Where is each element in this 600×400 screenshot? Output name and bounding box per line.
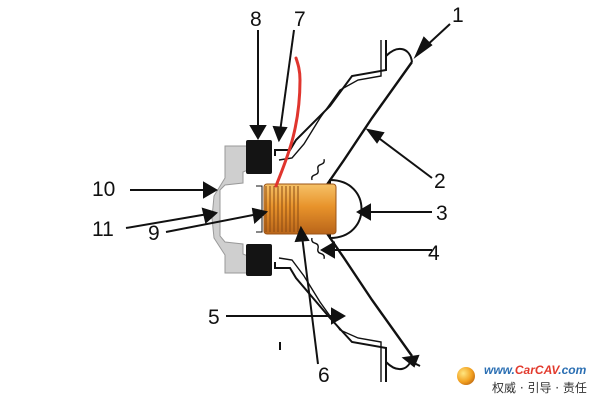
voice-coil — [263, 183, 337, 235]
label-10: 10 — [92, 178, 115, 201]
label-4: 4 — [428, 242, 440, 265]
watermark-tagline: 权威 · 引导 · 责任 — [492, 381, 587, 395]
label-6: 6 — [318, 364, 330, 387]
speaker-cone-top — [325, 61, 413, 187]
spider-bottom — [311, 237, 325, 259]
label-5: 5 — [208, 306, 220, 329]
label-1: 1 — [452, 4, 464, 27]
watermark: www.CarCAV.com 权威 · 引导 · 责任 — [457, 363, 587, 395]
watermark-url-suffix: .com — [558, 363, 586, 377]
watermark-logo-icon — [457, 367, 475, 385]
pole-outline — [256, 185, 263, 233]
voice-coil-windings — [265, 186, 299, 232]
label-2: 2 — [434, 170, 446, 193]
watermark-url-brand: CarCAV — [515, 363, 560, 377]
watermark-url: www.CarCAV.com — [484, 363, 587, 377]
speaker-basket-inner-top — [278, 40, 382, 161]
watermark-url-prefix: www. — [484, 363, 515, 377]
surround-top — [385, 47, 413, 63]
magnet-top — [246, 140, 272, 174]
label-9: 9 — [148, 222, 160, 245]
label-3: 3 — [436, 202, 448, 225]
spider-top — [311, 159, 325, 181]
label-8: 8 — [250, 8, 262, 31]
speaker-basket-bottom — [274, 262, 387, 382]
label-11: 11 — [92, 218, 114, 241]
magnet-bottom — [246, 244, 272, 276]
label-7: 7 — [294, 8, 306, 31]
pole-piece — [211, 145, 254, 274]
callout-lines — [125, 23, 451, 368]
lead-wire — [274, 56, 302, 188]
